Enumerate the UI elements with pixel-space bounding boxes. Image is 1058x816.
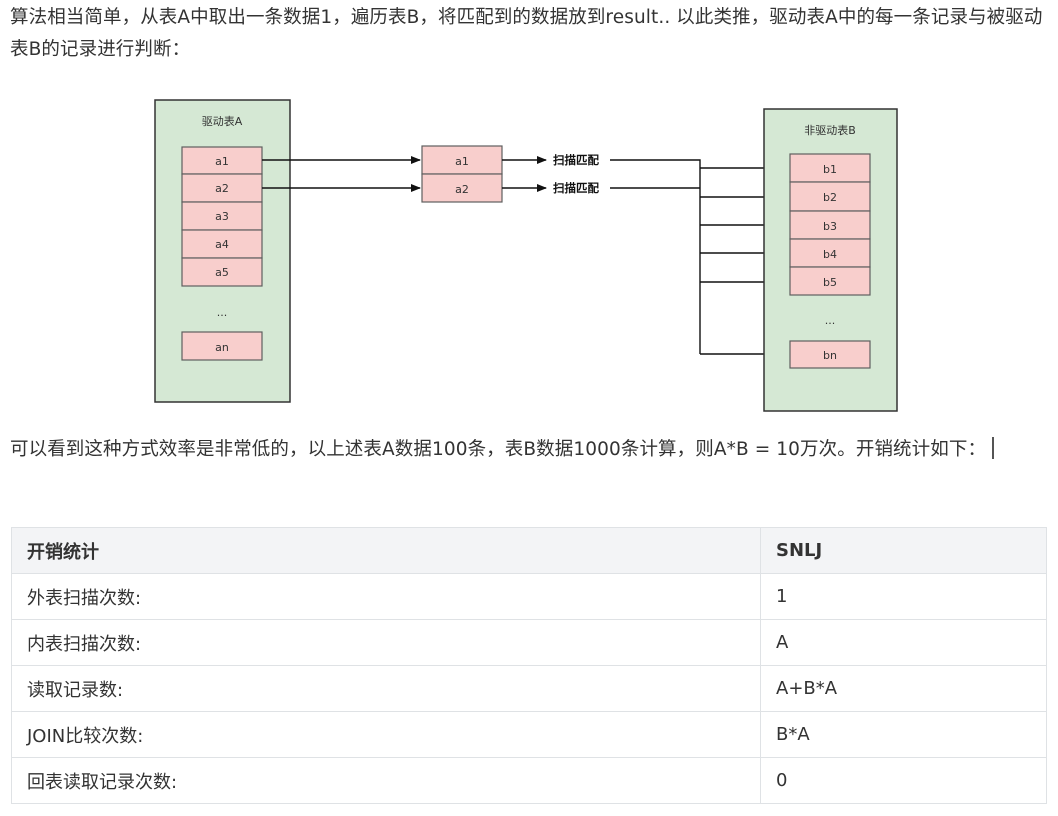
middle-row: a1	[421, 145, 503, 175]
driving-row-label: an	[215, 341, 229, 354]
cost-stats-table: 开销统计 SNLJ 外表扫描次数: 1 内表扫描次数: A 读取记录数: A+B…	[11, 527, 1047, 804]
driven-table-b: 非驱动表B b1 b2 b3 b4 b5 ... bn	[763, 108, 898, 412]
table-header-cell: 开销统计	[11, 527, 761, 574]
driving-ellipsis: ...	[217, 306, 228, 319]
table-cell: 外表扫描次数:	[11, 573, 761, 620]
table-cell: 0	[760, 757, 1047, 804]
driving-row-label: a5	[215, 266, 229, 279]
driving-row: a4	[181, 229, 263, 259]
driven-row-label: b3	[823, 220, 837, 233]
driven-row: b4	[789, 238, 871, 268]
table-cell: B*A	[760, 711, 1047, 758]
middle-row: a2	[421, 173, 503, 203]
driving-row: a5	[181, 257, 263, 287]
driving-row: a3	[181, 201, 263, 231]
table-cell: A	[760, 619, 1047, 666]
middle-row-label: a1	[455, 155, 469, 168]
driving-row-label: a3	[215, 210, 229, 223]
table-cell: 回表读取记录次数:	[11, 757, 761, 804]
text-caret	[992, 437, 994, 459]
driven-row-label: b5	[823, 276, 837, 289]
table-row: 内表扫描次数: A	[11, 619, 1047, 666]
fanout-connectors	[610, 159, 789, 358]
table-header-row: 开销统计 SNLJ	[11, 527, 1047, 574]
driven-row: b2	[789, 181, 871, 212]
table-row: 回表读取记录次数: 0	[11, 757, 1047, 804]
intro-paragraph: 算法相当简单，从表A中取出一条数据1，遍历表B，将匹配到的数据放到result.…	[10, 7, 1043, 60]
table-row: 外表扫描次数: 1	[11, 573, 1047, 620]
middle-row-label: a2	[455, 183, 469, 196]
driving-row: a1	[181, 146, 263, 175]
driving-row: a2	[181, 173, 263, 203]
driven-row-label: b4	[823, 248, 837, 261]
table-cell: A+B*A	[760, 665, 1047, 712]
driving-row-label: a2	[215, 182, 229, 195]
cost-paragraph-text: 可以看到这种方式效率是非常低的，以上述表A数据100条，表B数据1000条计算，…	[10, 439, 987, 460]
scan-match-label: 扫描匹配	[553, 181, 599, 195]
driven-table-title: 非驱动表B	[804, 123, 856, 137]
driving-row-last: an	[181, 331, 263, 361]
table-cell: 内表扫描次数:	[11, 619, 761, 666]
table-header-cell: SNLJ	[760, 527, 1047, 574]
table-cell: 1	[760, 573, 1047, 620]
driving-row-label: a4	[215, 238, 229, 251]
driven-row-last: bn	[789, 340, 871, 369]
driven-row: b1	[789, 153, 871, 183]
driven-row-label: bn	[823, 349, 837, 362]
driven-row-label: b2	[823, 191, 837, 204]
scan-match-label: 扫描匹配	[553, 153, 599, 167]
table-cell: 读取记录数:	[11, 665, 761, 712]
table-row: JOIN比较次数: B*A	[11, 711, 1047, 758]
driven-ellipsis: ...	[825, 314, 836, 327]
table-row: 读取记录数: A+B*A	[11, 665, 1047, 712]
driving-table-title: 驱动表A	[202, 114, 243, 128]
driving-table-a: 驱动表A a1 a2 a3 a4 a5 ... an	[154, 99, 291, 403]
nested-loop-diagram: 驱动表A a1 a2 a3 a4 a5 ... an a	[154, 99, 898, 412]
driven-row-label: b1	[823, 163, 837, 176]
driven-row: b3	[789, 210, 871, 240]
driven-row: b5	[789, 266, 871, 296]
table-cell: JOIN比较次数:	[11, 711, 761, 758]
driving-row-label: a1	[215, 155, 229, 168]
cost-paragraph: 可以看到这种方式效率是非常低的，以上述表A数据100条，表B数据1000条计算，…	[10, 434, 1048, 466]
